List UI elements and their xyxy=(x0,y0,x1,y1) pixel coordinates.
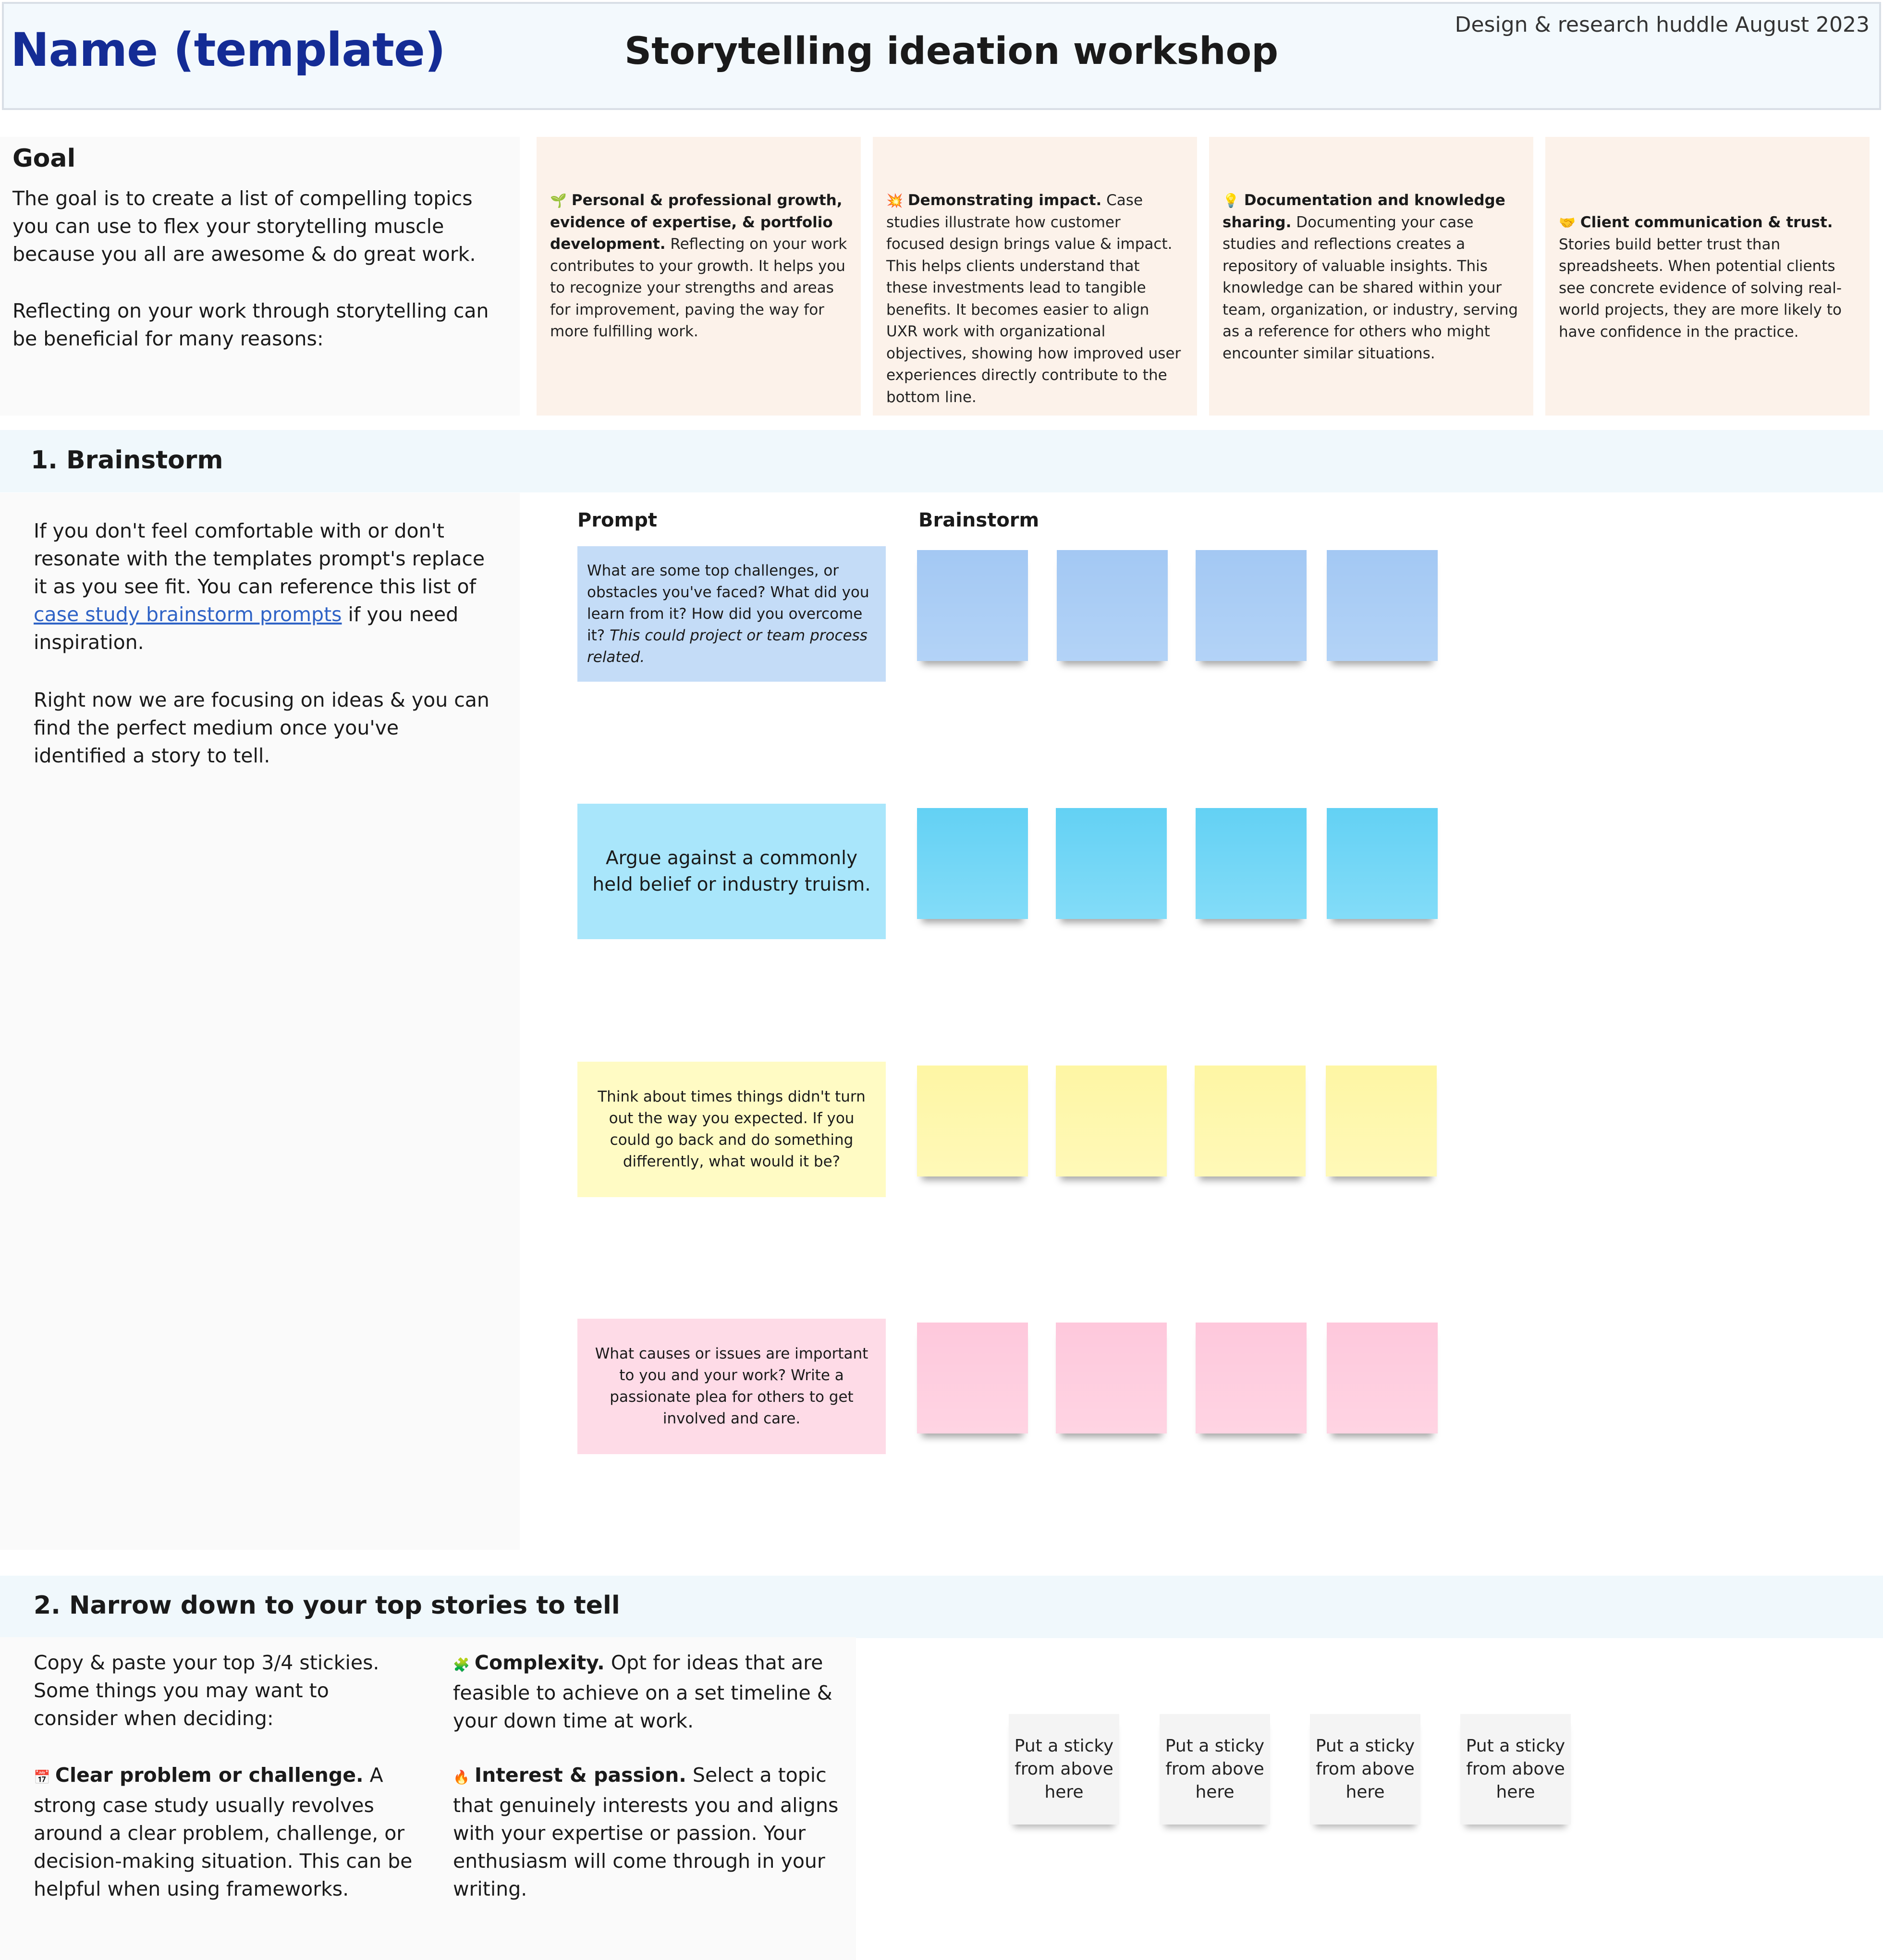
goal-heading: Goal xyxy=(12,144,76,173)
criterion-body: Select a topic that genuinely interests … xyxy=(453,1764,839,1900)
reason-title: Client communication & trust. xyxy=(1580,214,1833,231)
sticky-note[interactable] xyxy=(1326,1066,1437,1176)
criterion-title: Interest & passion. xyxy=(474,1764,686,1787)
lightbulb-icon: 💡 xyxy=(1223,193,1239,208)
narrow-section-bar xyxy=(0,1576,1883,1638)
reason-card-documentation: 💡Documentation and knowledge sharing. Do… xyxy=(1209,137,1533,416)
handshake-icon: 🤝 xyxy=(1559,215,1576,231)
brainstorm-focus-note: Right now we are focusing on ideas & you… xyxy=(34,688,489,767)
prompt-text: What are some top challenges, or obstacl… xyxy=(587,562,869,666)
sticky-note[interactable] xyxy=(1327,550,1438,661)
prompt-italic-note: This could project or team process relat… xyxy=(587,626,868,666)
prompt-text: Think about times things didn't turn out… xyxy=(598,1088,866,1170)
reason-title: Personal & professional growth, evidence… xyxy=(550,192,843,253)
sticky-note[interactable] xyxy=(917,1066,1028,1176)
goal-panel xyxy=(0,137,520,416)
sticky-note[interactable] xyxy=(1056,808,1167,919)
calendar-icon: 📅 xyxy=(34,1769,50,1785)
brainstorm-section-bar xyxy=(0,430,1883,492)
reason-card-growth: 🌱Personal & professional growth, evidenc… xyxy=(537,137,861,416)
fire-icon: 🔥 xyxy=(453,1769,470,1785)
criterion-clear-problem: 📅 Clear problem or challenge. A strong ca… xyxy=(34,1761,432,1903)
brainstorm-prompts-link[interactable]: case study brainstorm prompts xyxy=(34,603,342,626)
narrow-section-title: 2. Narrow down to your top stories to te… xyxy=(34,1591,620,1620)
prompt-column-label: Prompt xyxy=(577,509,657,531)
brainstorm-intro-text: If you don't feel comfortable with or do… xyxy=(34,519,485,598)
criterion-title: Clear problem or challenge. xyxy=(55,1764,364,1787)
prompt-card-truism[interactable]: Argue against a commonly held belief or … xyxy=(577,804,886,939)
puzzle-icon: 🧩 xyxy=(453,1657,470,1673)
reason-card-impact: 💥 Demonstrating impact. Case studies illu… xyxy=(873,137,1197,416)
sticky-note[interactable] xyxy=(917,550,1028,661)
narrow-criteria-panel xyxy=(0,1637,856,1960)
collision-icon: 💥 xyxy=(886,193,903,208)
sticky-note[interactable] xyxy=(1327,1323,1438,1433)
criterion-title: Complexity. xyxy=(474,1651,605,1674)
sticky-note[interactable] xyxy=(1327,808,1438,919)
criterion-body: Opt for ideas that are feasible to achie… xyxy=(453,1651,832,1732)
reason-title: Documentation and knowledge sharing. xyxy=(1223,192,1505,231)
reason-body: Documenting your case studies and reflec… xyxy=(1223,213,1518,362)
prompt-text: What causes or issues are important to y… xyxy=(595,1345,868,1427)
sticky-note[interactable] xyxy=(1057,550,1168,661)
criterion-body: A strong case study usually revolves aro… xyxy=(34,1764,413,1900)
sticky-note[interactable] xyxy=(1196,550,1307,661)
sticky-note[interactable] xyxy=(1196,1323,1307,1433)
sticky-note[interactable] xyxy=(1056,1066,1167,1176)
seedling-icon: 🌱 xyxy=(550,193,567,208)
name-title[interactable]: Name (template) xyxy=(11,23,446,77)
placeholder-sticky[interactable]: Put a sticky from above here xyxy=(1310,1714,1420,1825)
reason-title: Demonstrating impact. xyxy=(907,192,1102,209)
sticky-note[interactable] xyxy=(1195,1066,1306,1176)
placeholder-sticky[interactable]: Put a sticky from above here xyxy=(1460,1714,1571,1825)
reason-body: Stories build better trust than spreadsh… xyxy=(1559,235,1842,341)
reason-body: Case studies illustrate how customer foc… xyxy=(886,192,1181,406)
brainstorm-section-title: 1. Brainstorm xyxy=(31,446,223,475)
reason-body: Reflecting on your work contributes to y… xyxy=(550,235,847,340)
placeholder-sticky[interactable]: Put a sticky from above here xyxy=(1160,1714,1270,1825)
sticky-note[interactable] xyxy=(1056,1323,1167,1433)
prompt-card-expectations[interactable]: Think about times things didn't turn out… xyxy=(577,1062,886,1197)
prompt-text: Argue against a commonly held belief or … xyxy=(592,847,871,895)
prompt-card-challenges[interactable]: What are some top challenges, or obstacl… xyxy=(577,546,886,682)
reason-card-trust: 🤝Client communication & trust. Stories b… xyxy=(1545,137,1870,416)
brainstorm-intro-text-end: if you need inspiration. xyxy=(34,603,459,654)
sticky-note[interactable] xyxy=(917,808,1028,919)
placeholder-sticky[interactable]: Put a sticky from above here xyxy=(1009,1714,1119,1825)
brainstorm-column-label: Brainstorm xyxy=(918,509,1039,531)
goal-reasons-intro: Reflecting on your work through storytel… xyxy=(12,299,489,350)
criterion-interest: 🔥Interest & passion. Select a topic that… xyxy=(453,1761,852,1903)
criterion-complexity: 🧩Complexity. Opt for ideas that are feas… xyxy=(453,1649,852,1735)
narrow-intro: Copy & paste your top 3/4 stickies. Some… xyxy=(34,1651,379,1730)
sticky-note[interactable] xyxy=(917,1323,1028,1433)
brainstorm-intro: If you don't feel comfortable with or do… xyxy=(34,517,495,656)
goal-paragraph: The goal is to create a list of compelli… xyxy=(12,187,476,266)
sticky-note[interactable] xyxy=(1196,808,1307,919)
workshop-title: Storytelling ideation workshop xyxy=(624,30,1279,73)
header-bar xyxy=(2,2,1881,110)
prompt-card-causes[interactable]: What causes or issues are important to y… xyxy=(577,1319,886,1454)
huddle-label: Design & research huddle August 2023 xyxy=(1455,12,1870,37)
brainstorm-instructions-panel xyxy=(0,493,520,1550)
